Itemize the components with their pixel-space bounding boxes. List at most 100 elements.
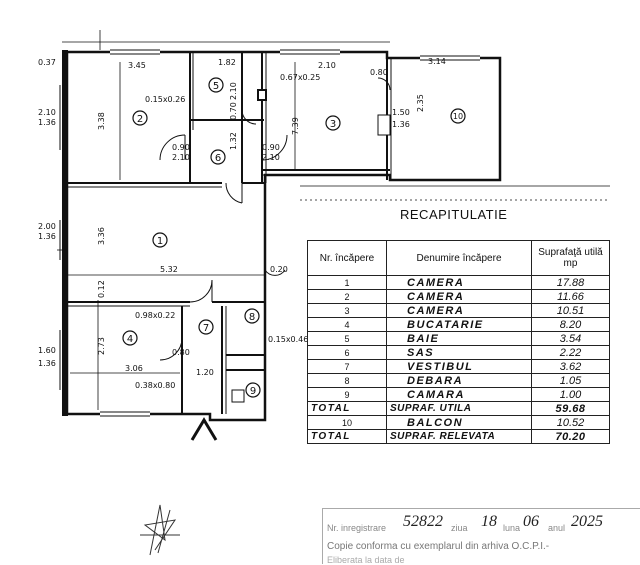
stamp-anul-label: anul	[548, 523, 566, 533]
dim-window-098x022: 0.98x0.22	[135, 311, 175, 320]
stamp-ziua-label: ziua	[451, 523, 468, 533]
dim-door-090-b: 0.90	[262, 143, 280, 152]
stamp-reg-label: Nr. inregistrare	[327, 523, 387, 533]
cell-name: CAMERA	[386, 275, 532, 290]
cell-name: BAIE	[386, 331, 532, 346]
recap-title: RECAPITULATIE	[400, 207, 508, 222]
dim-h-739: 7.39	[291, 117, 300, 135]
cell-nr: TOTAL	[307, 429, 387, 444]
cell-nr: 6	[307, 345, 387, 360]
cell-nr: 10	[307, 415, 387, 430]
cell-area: 3.62	[531, 359, 610, 374]
cell-name: SAS	[386, 345, 532, 360]
cell-area: 11.66	[531, 289, 610, 304]
dim-h-338: 3.38	[97, 112, 106, 130]
registration-stamp: Nr. inregistrare 52822 ziua 18 luna 06 a…	[322, 508, 640, 565]
cell-nr: 8	[307, 373, 387, 388]
dim-h-336: 3.36	[97, 227, 106, 245]
stamp-year: 2025	[571, 513, 603, 530]
cell-area: 59.68	[531, 401, 610, 416]
dim-h-136c: 1.36	[38, 359, 56, 368]
dim-door-080: 0.80	[370, 68, 388, 77]
room-number-3: 3	[330, 119, 336, 130]
room-number-1: 1	[157, 236, 163, 247]
dim-h-210: 2.10	[38, 108, 56, 117]
room-number-4: 4	[127, 334, 133, 345]
stamp-day: 18	[481, 513, 497, 530]
cell-name: CAMARA	[386, 387, 532, 402]
dim-width-314: 3.14	[428, 57, 446, 66]
cell-nr: 9	[307, 387, 387, 402]
dim-window-015x026: 0.15x0.26	[145, 95, 185, 104]
dim-h-160: 1.60	[38, 346, 56, 355]
dim-h-200: 2.00	[38, 222, 56, 231]
cell-nr: 7	[307, 359, 387, 374]
stamp-month: 06	[523, 513, 539, 530]
dim-width-210: 2.10	[318, 61, 336, 70]
room-number-8: 8	[249, 312, 255, 323]
signature-scribble	[140, 504, 180, 556]
room-number-9: 9	[250, 386, 256, 397]
dim-window-067x025: 0.67x0.25	[280, 73, 320, 82]
dim-width-306: 3.06	[125, 364, 143, 373]
cell-nr: 2	[307, 289, 387, 304]
stamp-issued-text: Eliberata la data de	[327, 555, 405, 565]
room-number-2: 2	[137, 114, 143, 125]
cell-name: CAMERA	[386, 289, 532, 304]
stamp-copy-text: Copie conforma cu exemplarul din arhiva …	[327, 541, 550, 552]
dim-h-273: 2.73	[97, 337, 106, 355]
dim-door-136: 1.36	[392, 120, 410, 129]
dim-width-182: 1.82	[218, 58, 236, 67]
dim-width-120: 1.20	[196, 368, 214, 377]
dim-door-210-a: 2.10	[172, 153, 190, 162]
dim-window-038x080: 0.38x0.80	[135, 381, 175, 390]
dim-h-136a: 1.36	[38, 118, 56, 127]
cell-nr: 4	[307, 317, 387, 332]
cell-area: 2.22	[531, 345, 610, 360]
header-nr: Nr. încăpere	[307, 240, 387, 276]
dim-width-345: 3.45	[128, 61, 146, 70]
dim-door-150: 1.50	[392, 108, 410, 117]
stamp-luna-label: luna	[503, 523, 521, 533]
dim-h-235: 2.35	[416, 94, 425, 112]
dim-width-020: 0.20	[270, 265, 288, 274]
cell-name: BALCON	[386, 415, 532, 430]
cell-area: 1.00	[531, 387, 610, 402]
cell-name: SUPRAF. RELEVATA	[386, 429, 532, 444]
recap-header-row: Nr. încăpere Denumire încăpere Suprafaţă…	[307, 240, 610, 276]
header-name: Denumire încăpere	[386, 240, 532, 276]
room-number-7: 7	[203, 323, 209, 334]
cell-area: 10.52	[531, 415, 610, 430]
cell-nr: 5	[307, 331, 387, 346]
dim-h-070: 0.70	[229, 102, 238, 120]
cell-name: BUCATARIE	[386, 317, 532, 332]
dim-h-132: 1.32	[229, 132, 238, 150]
cell-area: 3.54	[531, 331, 610, 346]
dim-door-090-a: 0.90	[172, 143, 190, 152]
room-number-6: 6	[215, 153, 221, 164]
dim-h-210-v: 2.10	[229, 82, 238, 100]
cell-area: 70.20	[531, 429, 610, 444]
cell-area: 1.05	[531, 373, 610, 388]
room-number-10: 10	[453, 112, 463, 121]
cell-nr: 1	[307, 275, 387, 290]
dim-h-136b: 1.36	[38, 232, 56, 241]
cell-nr: TOTAL	[307, 401, 387, 416]
cell-name: SUPRAF. UTILA	[386, 401, 532, 416]
cell-area: 8.20	[531, 317, 610, 332]
header-area: Suprafaţă utilă mp	[531, 240, 610, 276]
recap-table: Nr. încăpere Denumire încăpere Suprafaţă…	[307, 240, 610, 444]
